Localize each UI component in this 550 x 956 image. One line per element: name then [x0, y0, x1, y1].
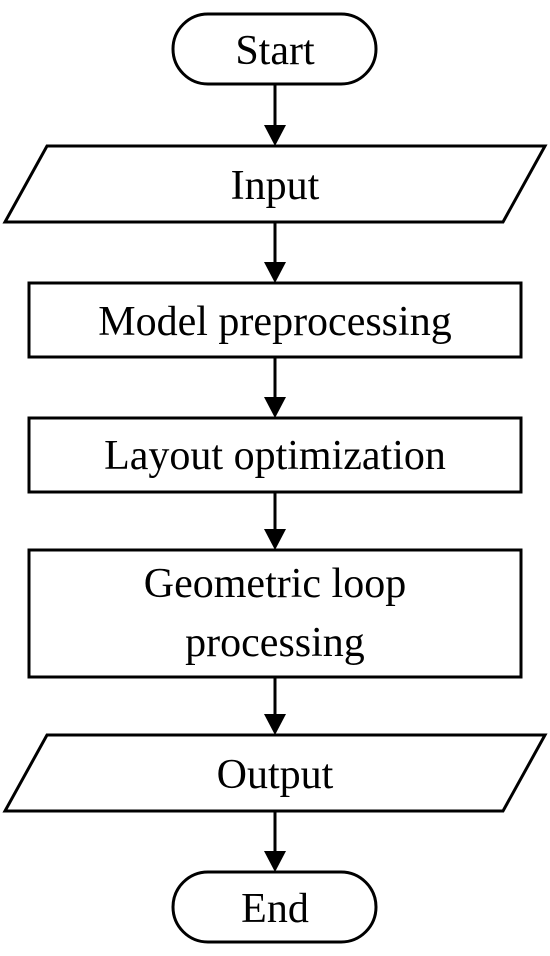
arrowhead [264, 851, 286, 872]
arrow-layout-optimization-to-geometric-loop [264, 492, 286, 550]
end-node: End [171, 870, 378, 944]
input-node: Input [2, 144, 548, 224]
arrowhead [264, 529, 286, 550]
geometric-loop-processing-node: Geometric loop processing [27, 548, 523, 679]
geometric-loop-processing-label-line-2: processing [185, 620, 365, 666]
arrow-output-to-end [264, 811, 286, 872]
geometric-loop-processing-box [27, 548, 523, 679]
arrowhead [264, 714, 286, 735]
input-label: Input [231, 163, 320, 209]
model-preprocessing-box [27, 281, 523, 359]
model-preprocessing-node: Model preprocessing [27, 281, 523, 359]
output-node: Output [2, 733, 548, 813]
arrow-geometric-loop-to-output [264, 677, 286, 735]
output-parallelogram-shape [2, 733, 548, 813]
end-terminator-shape [171, 870, 378, 944]
arrowhead [264, 125, 286, 146]
layout-optimization-node: Layout optimization [27, 416, 523, 494]
layout-optimization-box [27, 416, 523, 494]
model-preprocessing-label: Model preprocessing [98, 299, 451, 345]
output-label: Output [217, 752, 334, 798]
input-parallelogram-shape [2, 144, 548, 224]
layout-optimization-label: Layout optimization [104, 433, 446, 479]
end-label: End [241, 886, 309, 932]
arrow-start-to-input [264, 84, 286, 146]
start-node: Start [171, 12, 378, 86]
arrowhead [264, 262, 286, 283]
arrow-model-preprocessing-to-layout-optimization [264, 357, 286, 418]
arrowhead [264, 397, 286, 418]
start-label: Start [235, 28, 315, 74]
geometric-loop-processing-label-line-1: Geometric loop [144, 561, 406, 607]
arrow-input-to-model-preprocessing [264, 222, 286, 283]
